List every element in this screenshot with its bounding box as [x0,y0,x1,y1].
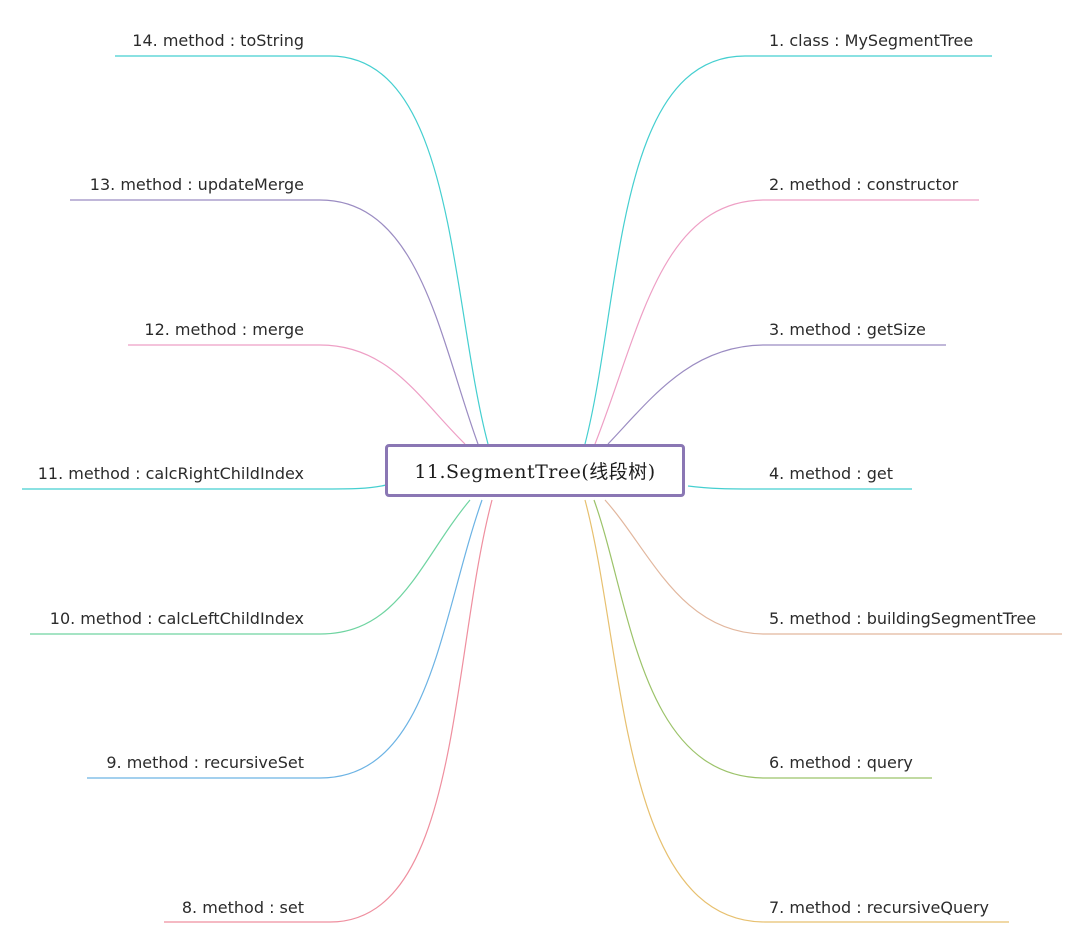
connector-b3 [607,344,946,445]
branch-label-b9[interactable]: 9. method : recursiveSet [106,753,304,772]
branch-label-b11[interactable]: 11. method : calcRightChildIndex [37,464,304,483]
connector-b8 [164,499,493,923]
connector-b11 [22,484,387,490]
connector-b4 [687,485,912,490]
branch-label-b2[interactable]: 2. method : constructor [769,175,959,194]
branch-label-b1[interactable]: 1. class : MySegmentTree [769,31,974,50]
branch-label-b5[interactable]: 5. method : buildingSegmentTree [769,609,1037,628]
connector-b13 [70,199,479,445]
connector-b7 [584,499,1009,923]
connector-b10 [30,499,471,635]
central-topic-node[interactable]: 11.SegmentTree(线段树) [385,444,685,497]
branch-label-b6[interactable]: 6. method : query [769,753,913,772]
branch-label-b14[interactable]: 14. method : toString [132,31,304,50]
connector-b14 [115,55,489,445]
branch-label-b7[interactable]: 7. method : recursiveQuery [769,898,990,917]
branch-label-b4[interactable]: 4. method : get [769,464,893,483]
connector-b5 [604,499,1062,635]
branch-label-b12[interactable]: 12. method : merge [144,320,304,339]
connector-b6 [593,499,932,779]
branch-label-b3[interactable]: 3. method : getSize [769,320,926,339]
branch-label-b13[interactable]: 13. method : updateMerge [89,175,304,194]
branch-label-b10[interactable]: 10. method : calcLeftChildIndex [49,609,304,628]
connector-b9 [87,499,483,779]
branch-label-b8[interactable]: 8. method : set [181,898,304,917]
connector-b12 [128,344,466,445]
connector-b1 [584,55,992,445]
connector-b2 [594,199,979,445]
